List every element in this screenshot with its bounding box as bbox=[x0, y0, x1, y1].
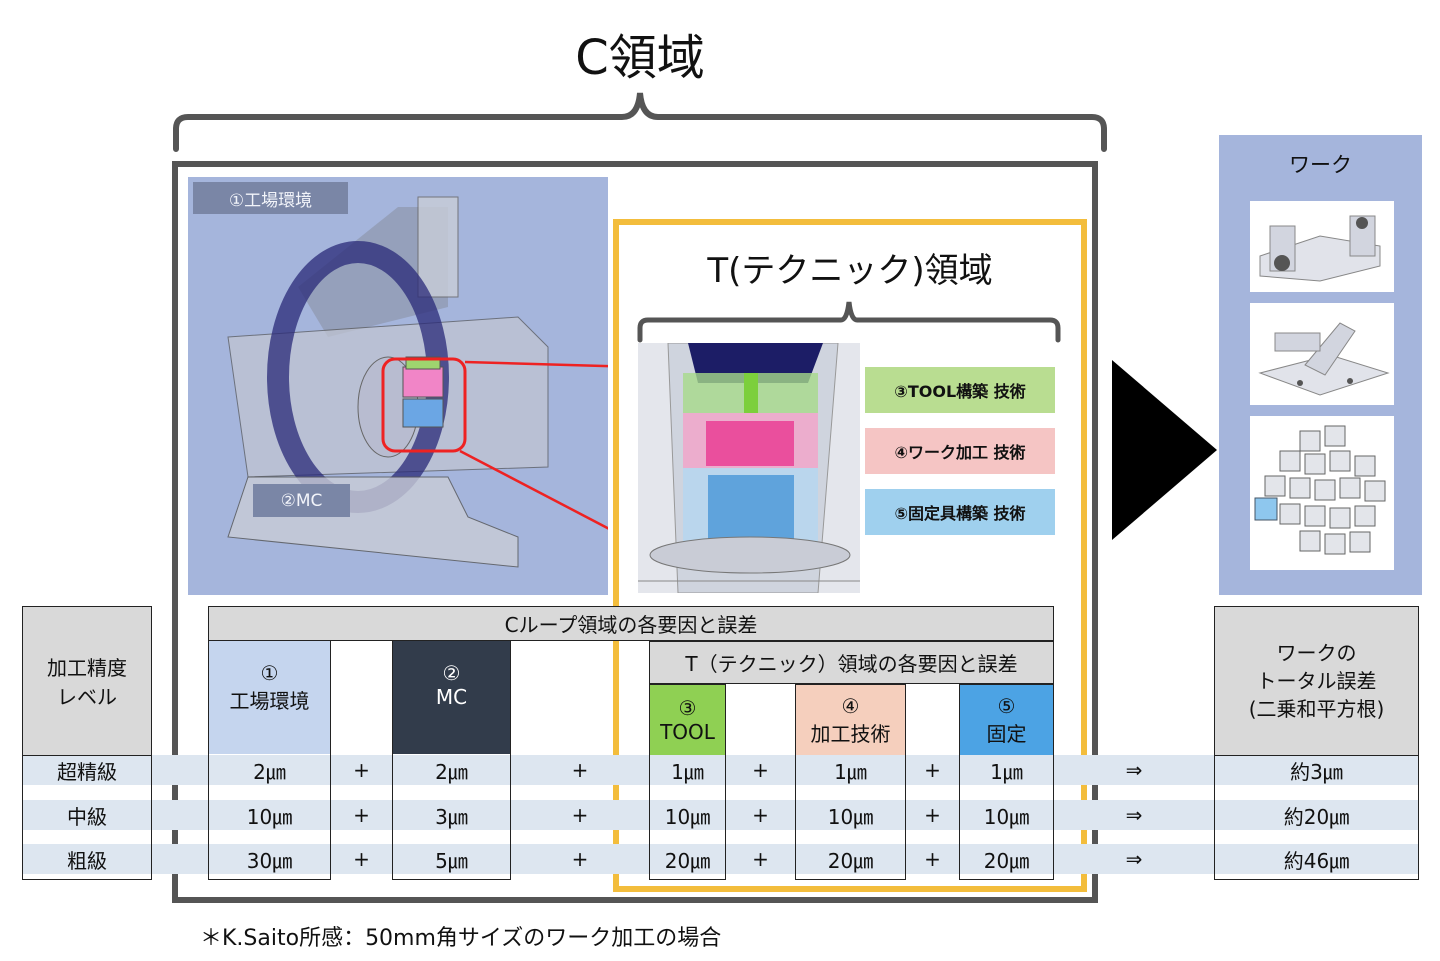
value-cell: 20㎛ bbox=[664, 848, 711, 873]
result-arrow bbox=[1112, 360, 1217, 540]
factor-column-fixture: ⑤ 固定 bbox=[959, 684, 1054, 880]
plus-sign: + bbox=[752, 758, 769, 782]
total-value: 約20㎛ bbox=[1283, 804, 1350, 829]
total-value: 約46㎛ bbox=[1283, 848, 1350, 873]
total-header: ワークの トータル誤差 (二乗和平方根) bbox=[1214, 606, 1419, 756]
plus-sign: + bbox=[571, 803, 589, 827]
level-rough: 粗級 bbox=[67, 848, 107, 873]
value-cell: 1㎛ bbox=[834, 759, 867, 784]
total-value: 約3㎛ bbox=[1290, 759, 1343, 784]
c-region-title: C領域 bbox=[575, 30, 705, 86]
factor-header-process: ④ 加工技術 bbox=[796, 685, 905, 755]
total-column bbox=[1214, 755, 1419, 880]
row-band-3 bbox=[22, 844, 1419, 874]
work-panel-title: ワーク bbox=[1289, 153, 1352, 177]
factor-header-fixture: ⑤ 固定 bbox=[960, 685, 1053, 755]
value-cell: 10㎛ bbox=[827, 804, 874, 829]
t-region-frame bbox=[613, 219, 1087, 892]
factor-column-mc: ② MC bbox=[392, 641, 511, 880]
machine-illustration bbox=[188, 177, 641, 595]
plus-sign: + bbox=[571, 758, 589, 782]
value-cell: 20㎛ bbox=[827, 848, 874, 873]
plus-sign: + bbox=[353, 803, 370, 827]
value-cell: 10㎛ bbox=[664, 804, 711, 829]
level-header-line1: 加工精度 bbox=[47, 656, 127, 680]
value-cell: 20㎛ bbox=[983, 848, 1030, 873]
value-cell: 10㎛ bbox=[246, 804, 293, 829]
value-cell: 5㎛ bbox=[435, 848, 468, 873]
factor-column-tool: ③ TOOL bbox=[649, 684, 726, 880]
tool-technique-box: ③TOOL構築 技術 bbox=[865, 367, 1055, 413]
level-column bbox=[22, 755, 152, 880]
value-cell: 1㎛ bbox=[671, 759, 704, 784]
env-label: ①工場環境 bbox=[193, 182, 348, 214]
work-technique-box: ④ワーク加工 技術 bbox=[865, 428, 1055, 474]
footnote: ＊K.Saito所感：50mm角サイズのワーク加工の場合 bbox=[200, 926, 722, 951]
implies-arrow: ⇒ bbox=[1125, 847, 1143, 871]
c-loop-header: Cループ領域の各要因と誤差 bbox=[208, 606, 1054, 641]
t-region-title: T(テクニック)領域 bbox=[707, 250, 993, 291]
implies-arrow: ⇒ bbox=[1125, 758, 1143, 782]
plus-sign: + bbox=[571, 847, 589, 871]
level-ultra: 超精級 bbox=[57, 759, 117, 784]
plus-sign: + bbox=[752, 803, 769, 827]
zoomed-fixture-view bbox=[638, 343, 860, 593]
value-cell: 10㎛ bbox=[983, 804, 1030, 829]
value-cell: 30㎛ bbox=[246, 848, 293, 873]
plus-sign: + bbox=[353, 758, 370, 782]
value-cell: 3㎛ bbox=[435, 804, 468, 829]
row-band-1 bbox=[22, 755, 1419, 785]
t-header: T（テクニック）領域の各要因と誤差 bbox=[649, 641, 1054, 684]
factor-header-env: ① 工場環境 bbox=[209, 641, 330, 754]
level-header: 加工精度 レベル bbox=[22, 606, 152, 756]
work-image-bracket bbox=[1250, 201, 1394, 292]
mc-label: ②MC bbox=[253, 484, 350, 517]
plus-sign: + bbox=[752, 847, 769, 871]
plus-sign: + bbox=[924, 847, 941, 871]
plus-sign: + bbox=[353, 847, 370, 871]
work-image-cube-array bbox=[1250, 416, 1394, 570]
work-image-mount bbox=[1250, 303, 1394, 405]
fixture-drawing bbox=[638, 343, 860, 593]
c-region-brace bbox=[173, 92, 1107, 152]
value-cell: 2㎛ bbox=[435, 759, 468, 784]
plus-sign: + bbox=[924, 758, 941, 782]
factor-column-env: ① 工場環境 bbox=[208, 641, 331, 880]
implies-arrow: ⇒ bbox=[1125, 803, 1143, 827]
factor-header-mc: ② MC bbox=[393, 641, 510, 754]
c-region-frame bbox=[172, 161, 1098, 903]
fixture-technique-box: ⑤固定具構築 技術 bbox=[865, 489, 1055, 535]
factor-column-process: ④ 加工技術 bbox=[795, 684, 906, 880]
value-cell: 1㎛ bbox=[990, 759, 1023, 784]
value-cell: 2㎛ bbox=[253, 759, 286, 784]
level-medium: 中級 bbox=[67, 804, 107, 829]
row-band-2 bbox=[22, 800, 1419, 830]
factor-header-tool: ③ TOOL bbox=[650, 685, 725, 755]
machine-drawing bbox=[227, 196, 641, 568]
level-header-line2: レベル bbox=[57, 685, 117, 709]
t-region-brace bbox=[637, 301, 1061, 343]
plus-sign: + bbox=[924, 803, 941, 827]
